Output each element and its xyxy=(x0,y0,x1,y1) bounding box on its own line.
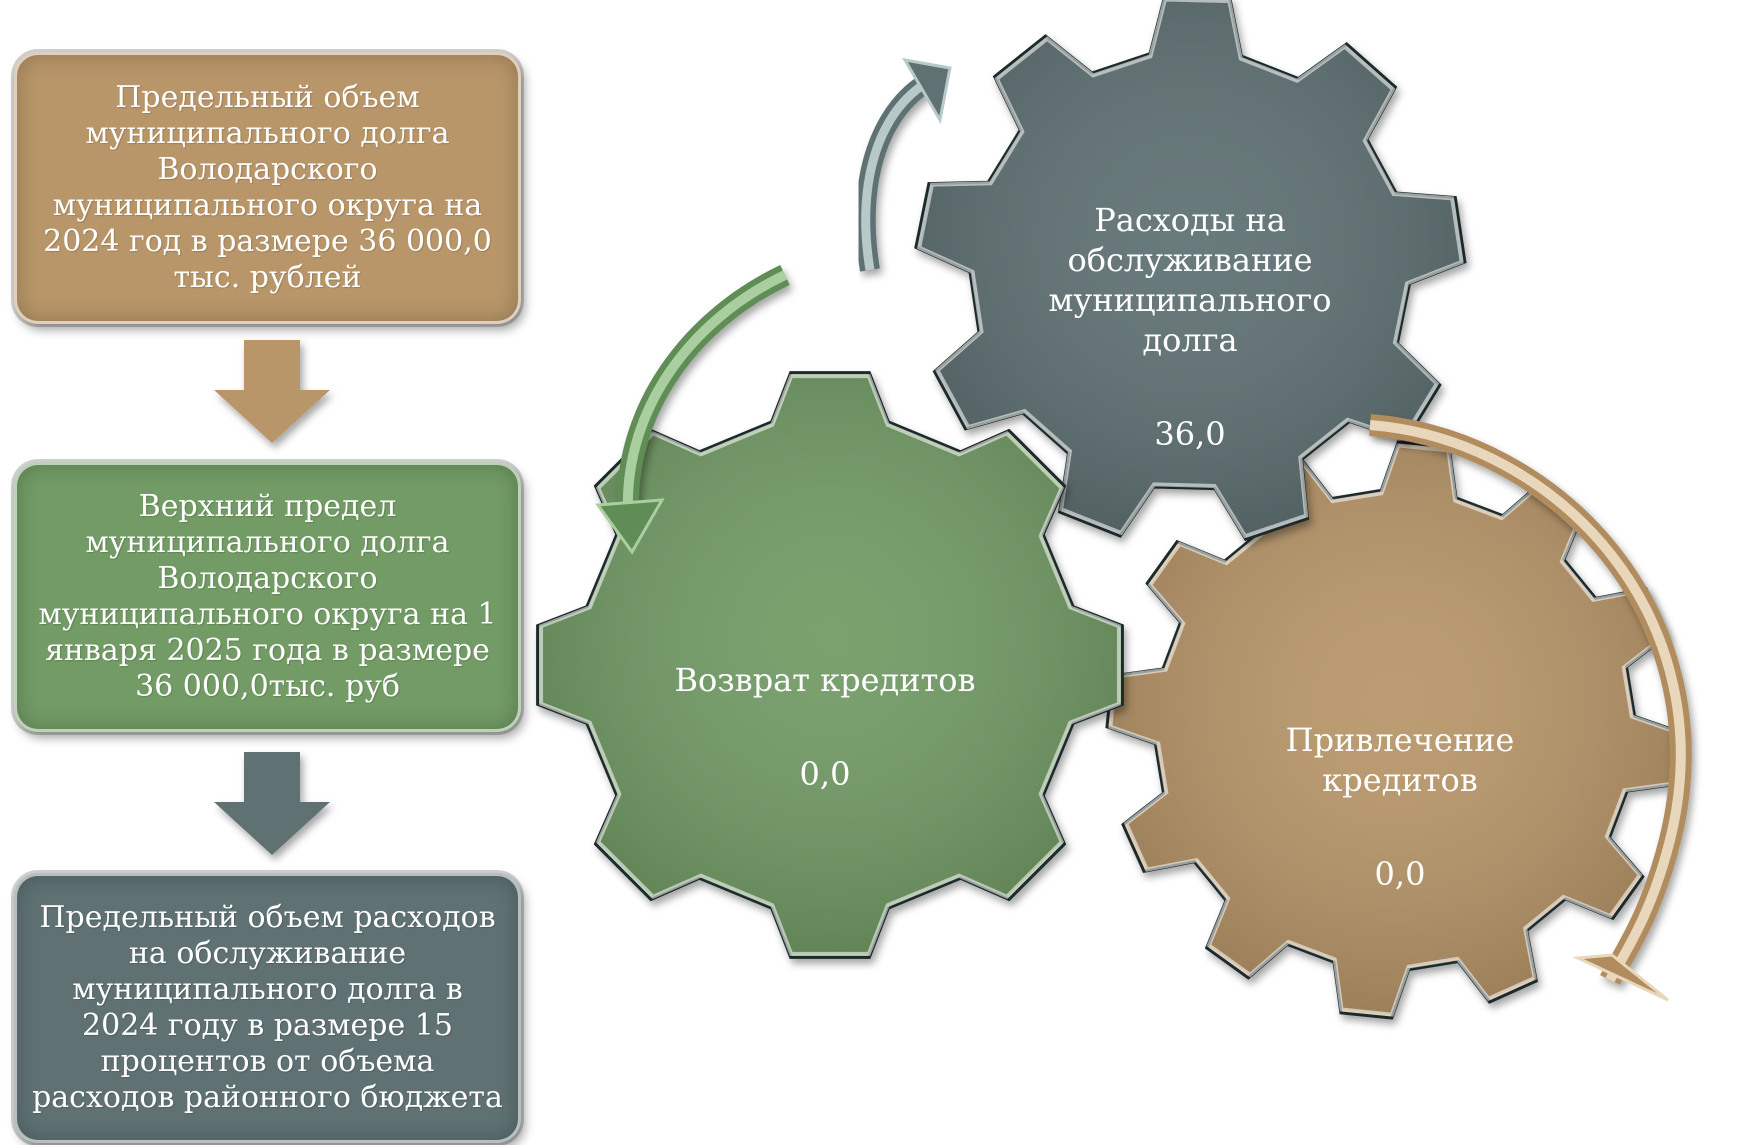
down-arrow-1 xyxy=(214,340,330,443)
tan-gear-value: 0,0 xyxy=(1374,855,1426,893)
green-gear-highlight xyxy=(539,374,1121,956)
upper-debt-limit-box: Верхний предел муниципального долга Воло… xyxy=(14,462,521,732)
curved-arrow-tan-head xyxy=(1572,953,1669,1002)
down-arrow-2 xyxy=(214,752,330,855)
green-gear-label-group: Возврат кредитов 0,0 xyxy=(660,620,990,834)
gray-gear-value: 36,0 xyxy=(1154,415,1226,453)
green-gear xyxy=(536,371,1124,959)
debt-limit-text: Предельный объем муниципального долга Во… xyxy=(43,80,492,295)
gray-gear xyxy=(914,0,1467,542)
tan-gear-label-group: Привлечение кредитов 0,0 xyxy=(1250,680,1550,934)
green-gear-label: Возврат кредитов xyxy=(674,661,976,699)
service-expense-limit-box: Предельный объем расходов на обслуживани… xyxy=(14,873,521,1143)
debt-limit-box: Предельный объем муниципального долга Во… xyxy=(14,52,521,324)
curved-arrow-gray-head xyxy=(902,57,952,125)
tan-gear-label: Привлечение кредитов xyxy=(1285,721,1515,799)
tan-gear xyxy=(1105,440,1685,1020)
gray-gear-label-group: Расходы на обслуживание муниципального д… xyxy=(1030,160,1350,494)
upper-debt-limit-text: Верхний предел муниципального долга Воло… xyxy=(38,489,497,704)
tan-gear-highlight xyxy=(1108,443,1682,1017)
curved-arrow-green-head xyxy=(595,498,665,555)
service-expense-limit-text: Предельный объем расходов на обслуживани… xyxy=(32,900,503,1115)
gray-gear-label: Расходы на обслуживание муниципального д… xyxy=(1048,201,1332,359)
gray-gear-highlight xyxy=(916,0,1464,539)
green-gear-value: 0,0 xyxy=(799,755,851,793)
